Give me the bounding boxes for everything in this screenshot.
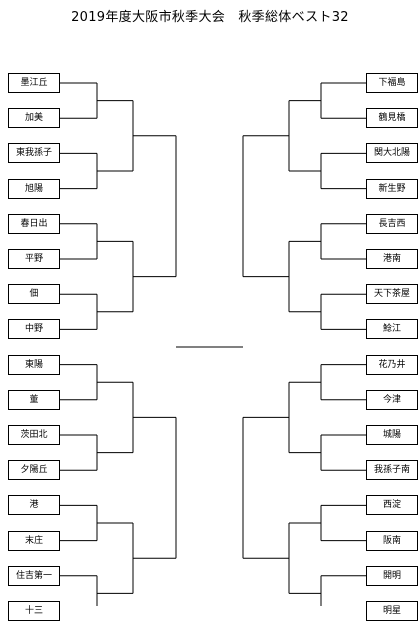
team-box: 関大北陽	[366, 143, 418, 164]
team-box: 明星	[366, 601, 418, 621]
team-box: 港南	[366, 249, 418, 269]
team-box: 春日出	[8, 213, 60, 234]
team-box: 平野	[8, 249, 60, 269]
team-box: 鯰江	[366, 319, 418, 340]
team-box: 今津	[366, 389, 418, 410]
team-box: 開明	[366, 565, 418, 586]
team-box: 墨江丘	[8, 73, 60, 93]
team-box: 我孫子南	[366, 460, 418, 481]
team-box: 阪南	[366, 530, 418, 551]
team-box: 港	[8, 495, 60, 516]
team-box: 董	[8, 389, 60, 410]
team-box: 夕陽丘	[8, 460, 60, 481]
bracket-lines	[60, 82, 366, 606]
team-box: 佃	[8, 284, 60, 305]
team-box: 旭陽	[8, 178, 60, 199]
team-box: 天下茶屋	[366, 284, 418, 305]
team-box: 西淀	[366, 495, 418, 516]
team-box: 新生野	[366, 178, 418, 199]
team-box: 末庄	[8, 530, 60, 551]
team-box: 下福島	[366, 73, 418, 93]
team-box: 中野	[8, 319, 60, 340]
team-box: 城陽	[366, 425, 418, 445]
team-box: 住吉第一	[8, 565, 60, 586]
team-box: 花乃井	[366, 354, 418, 375]
page-title: 2019年度大阪市秋季大会 秋季総体ベスト32	[71, 10, 349, 25]
team-box: 東我孫子	[8, 143, 60, 164]
team-box: 十三	[8, 601, 60, 621]
team-box: 茨田北	[8, 425, 60, 445]
team-box: 東陽	[8, 354, 60, 375]
team-box: 長吉西	[366, 213, 418, 234]
team-box: 鶴見橋	[366, 108, 418, 129]
team-box: 加美	[8, 108, 60, 129]
